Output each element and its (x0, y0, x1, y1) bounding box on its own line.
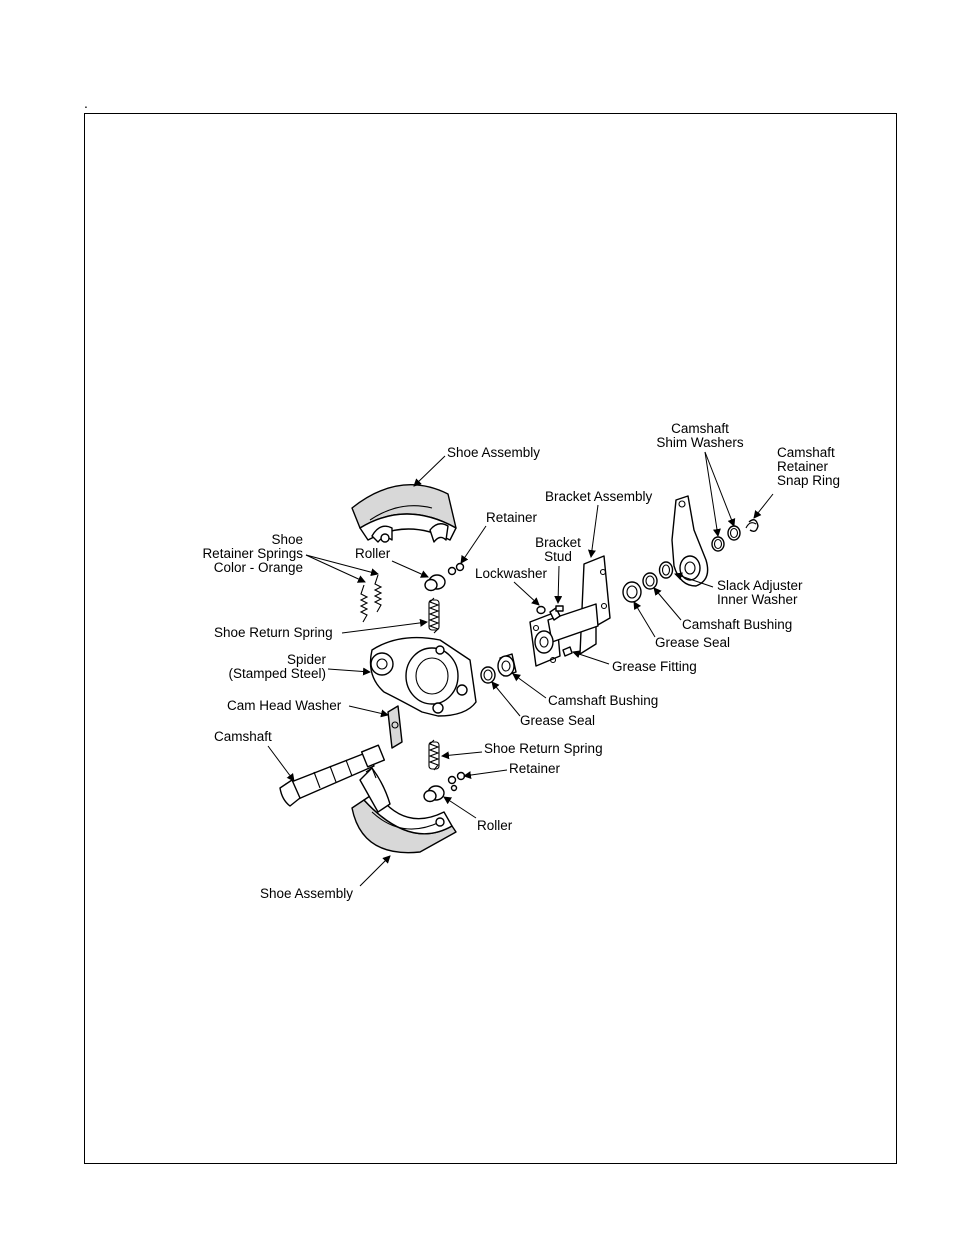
label-roller-bottom: Roller (477, 818, 513, 833)
label-shoe-return-spring-top: Shoe Return Spring (214, 625, 333, 640)
label-cam-head-washer: Cam Head Washer (227, 698, 342, 713)
label-spider-2: (Stamped Steel) (228, 666, 326, 681)
corner-mark: . (84, 95, 88, 111)
label-snap-ring-3: Snap Ring (777, 473, 840, 488)
label-retainer-top: Retainer (486, 510, 538, 525)
bracket-stud (549, 605, 564, 621)
grease-seal-left-part (480, 666, 496, 684)
label-shoe-return-spring-bottom: Shoe Return Spring (484, 741, 603, 756)
label-grease-seal-right: Grease Seal (655, 635, 730, 650)
camshaft-retainer-snap-ring-part (745, 519, 759, 533)
spider (369, 636, 477, 717)
label-lockwasher: Lockwasher (475, 566, 548, 581)
lockwasher-part (536, 605, 546, 615)
label-spider-1: Spider (287, 652, 327, 667)
upper-retainer (447, 562, 465, 576)
label-shoe-assembly-top: Shoe Assembly (447, 445, 540, 460)
lower-shoe-assembly (351, 767, 457, 854)
label-bracket-stud-2: Stud (544, 549, 572, 564)
label-shoe-retainer-springs-3: Color - Orange (214, 560, 303, 575)
label-shoe-retainer-springs-2: Retainer Springs (202, 546, 303, 561)
label-shim-washers-2: Shim Washers (656, 435, 744, 450)
slack-adjuster-inner-washer-part (658, 561, 674, 579)
label-bracket-stud-1: Bracket (535, 535, 581, 550)
leader-lines (267, 451, 774, 887)
camshaft-part (279, 744, 386, 807)
upper-roller (424, 574, 446, 592)
label-shoe-retainer-springs-1: Shoe (271, 532, 303, 547)
label-bracket-assembly: Bracket Assembly (545, 489, 653, 504)
label-slack-adjuster-1: Slack Adjuster (717, 578, 803, 593)
shoe-retainer-springs (359, 574, 383, 623)
upper-shoe-return-spring (428, 597, 440, 634)
camshaft-shim-washers-part (711, 525, 741, 552)
label-slack-adjuster-2: Inner Washer (717, 592, 798, 607)
grease-seal-right-part (642, 572, 658, 590)
label-camshaft-bushing-left: Camshaft Bushing (548, 693, 658, 708)
camshaft-bushing-right-part (622, 581, 642, 603)
labels: Shoe Assembly Retainer Roller Shoe Retai… (202, 421, 840, 901)
lower-retainer (447, 771, 466, 792)
label-retainer-bottom: Retainer (509, 761, 561, 776)
label-snap-ring-1: Camshaft (777, 445, 835, 460)
label-snap-ring-2: Retainer (777, 459, 829, 474)
label-camshaft: Camshaft (214, 729, 272, 744)
figure-frame (84, 113, 897, 1164)
label-shim-washers-1: Camshaft (671, 421, 729, 436)
camshaft-bushing-left-part (497, 653, 517, 677)
label-grease-seal-left: Grease Seal (520, 713, 595, 728)
lower-roller (423, 785, 445, 803)
label-grease-fitting: Grease Fitting (612, 659, 697, 674)
slack-adjuster (671, 495, 709, 587)
label-roller-top: Roller (355, 546, 391, 561)
label-shoe-assembly-bottom: Shoe Assembly (260, 886, 353, 901)
label-camshaft-bushing-right: Camshaft Bushing (682, 617, 792, 632)
cam-head-washer (387, 705, 403, 749)
lower-shoe-return-spring (428, 739, 440, 771)
upper-shoe-assembly (351, 484, 457, 543)
grease-fitting-part (562, 646, 573, 657)
